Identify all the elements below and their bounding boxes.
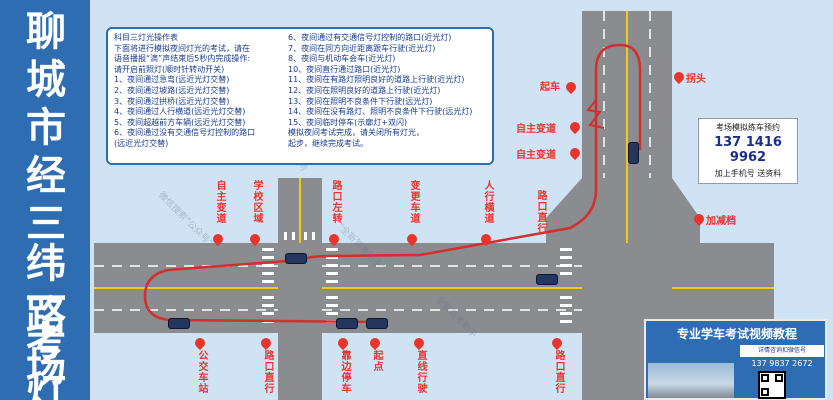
instruction-line: 起步，继续完成考试。: [288, 138, 368, 148]
place-label-top-2: 学校区域: [251, 180, 262, 224]
booking-phone: 137 1416 9962: [714, 135, 782, 165]
car-marker: [366, 318, 388, 329]
place-label-lane-change-2: 自主变道: [516, 150, 556, 161]
car-marker: [628, 142, 639, 164]
place-label-bottom-2: 路口直行: [262, 350, 273, 394]
instruction-line: 12、夜间在照明良好的道路上行驶(近光灯): [288, 85, 441, 95]
instruction-line: 10、夜间直行通过路口(近光灯): [288, 64, 401, 74]
video-banner-subtitle: 详情咨询扣微信号: [740, 345, 824, 357]
car-marker: [336, 318, 358, 329]
place-label-top-4: 变更车道: [408, 180, 419, 224]
qr-code-icon: [758, 371, 786, 399]
place-label-top-3: 路口左转: [330, 180, 341, 224]
page-title-char: 场: [26, 345, 66, 391]
video-banner-title: 专业学车考试视频教程: [676, 327, 797, 341]
instruction-line: 14、夜间在没有路灯、照明不良条件下行驶(远光灯): [288, 107, 473, 117]
light-instructions-panel: 科目三灯光操作表 下面将进行模拟夜间灯光的考试，请在 语音播报“滴”声结束后5秒…: [106, 27, 494, 165]
place-label-top-6: 路口直行: [535, 190, 546, 234]
instruction-line: 15、夜间临时停车(示廓灯+双闪): [288, 117, 408, 127]
instruction-line: 语音播报“滴”声结束后5秒内完成操作:: [114, 54, 251, 64]
place-label-gear-shift: 加减档: [706, 216, 736, 227]
place-label-top-1: 自主变道: [214, 180, 225, 224]
video-tutorial-banner: 专业学车考试视频教程 详情咨询扣微信号 137 9837 2672: [644, 319, 827, 400]
crosswalk-right: [560, 248, 572, 323]
instructions-right-column: 6、夜间通过有交通信号灯控制的路口(近光灯) 7、夜间在同方向近距离跟车行驶(近…: [288, 33, 493, 150]
page-title-char: 城: [26, 57, 66, 103]
instruction-line: 8、夜间与机动车会车(近光灯): [288, 54, 396, 64]
place-label-top-5: 人行横道: [482, 180, 493, 224]
place-label-bottom-4: 起点: [371, 350, 382, 372]
car-marker: [536, 274, 558, 285]
crosswalk-north: [284, 232, 315, 240]
car-marker: [285, 253, 307, 264]
instruction-line: 6、夜间通过没有交通信号灯控制的路口: [114, 128, 256, 138]
place-label-bottom-1: 公交车站: [196, 350, 207, 394]
booking-note: 加上手机号 送资料: [714, 169, 782, 178]
car-marker: [168, 318, 190, 329]
instruction-line: 1、夜间通过急弯(远近光灯交替): [114, 75, 230, 85]
title-bar: 聊 城 市 经 三 纬 一 路 考 场 灯: [0, 0, 90, 400]
page-title-char: 市: [26, 105, 66, 151]
page-title-char: 纬: [26, 241, 66, 287]
instruction-line: 2、夜间通过坡路(远近光灯交替): [114, 85, 230, 95]
instruction-line: 5、夜间超越前方车辆(远近光灯交替): [114, 117, 246, 127]
page-title-char: 聊: [26, 9, 66, 55]
booking-title: 考场模拟练车预约: [716, 123, 780, 132]
road-widening: [546, 178, 700, 243]
car-photo: [648, 363, 734, 398]
place-label-bottom-5: 直线行驶: [415, 350, 426, 394]
page-title-char: 经: [26, 153, 66, 199]
instruction-line: 下面将进行模拟夜间灯光的考试，请在: [114, 43, 250, 53]
route-zigzag: [586, 99, 605, 129]
video-banner-phone: 137 9837 2672: [751, 359, 813, 368]
page-title-char: 考: [26, 319, 66, 365]
instruction-line: 科目三灯光操作表: [114, 33, 178, 42]
instruction-line: 请开启前照灯(顺时针转动开关): [114, 64, 225, 74]
instruction-line: 模拟夜间考试完成，请关闭所有灯光，: [288, 128, 424, 138]
page-title-char: 路: [26, 293, 66, 339]
instruction-line: 3、夜间通过拱桥(远近光灯交替): [114, 96, 230, 106]
instruction-line: 13、夜间在照明不良条件下行驶(远光灯): [288, 96, 433, 106]
instruction-line: 11、夜间在有路灯照明良好的道路上行驶(近光灯): [288, 75, 465, 85]
place-label-bottom-6: 路口直行: [553, 350, 564, 394]
instruction-line: 4、夜间通过人行横道(远近光灯交替): [114, 107, 246, 117]
place-label-guai-tou: 拐头: [686, 74, 706, 85]
instruction-line: 6、夜间通过有交通信号灯控制的路口(近光灯): [288, 33, 452, 42]
instructions-left-column: 科目三灯光操作表 下面将进行模拟夜间灯光的考试，请在 语音播报“滴”声结束后5秒…: [114, 33, 284, 150]
booking-info-box: 考场模拟练车预约 137 1416 9962 加上手机号 送资料: [698, 118, 798, 184]
page-title-char: 一: [26, 277, 66, 323]
instruction-line: (远近光灯交替): [114, 138, 169, 148]
place-label-bottom-3: 靠边停车: [339, 350, 350, 394]
place-label-qi-che: 起车: [540, 82, 560, 93]
instruction-line: 7、夜间在同方向近距离跟车行驶(近光灯): [288, 43, 436, 53]
page-title-char: 三: [26, 201, 66, 247]
place-label-lane-change-1: 自主变道: [516, 124, 556, 135]
page-title-char: 灯: [26, 371, 66, 400]
